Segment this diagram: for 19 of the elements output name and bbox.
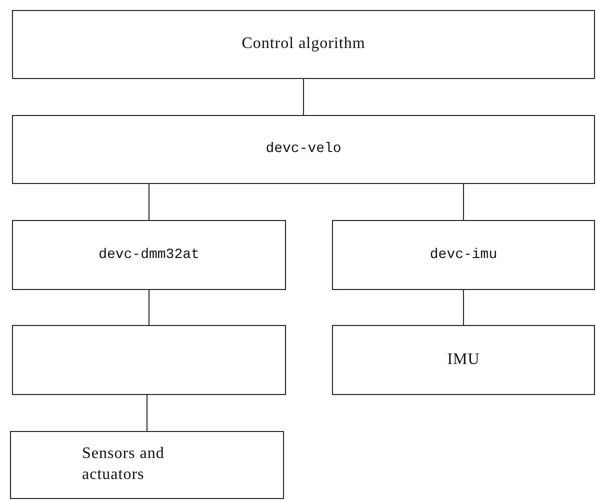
connector-line: [146, 394, 148, 432]
connector-line: [148, 290, 150, 326]
box-label: Control algorithm: [242, 34, 366, 54]
process-box: [332, 220, 595, 290]
box-label: IMU: [447, 350, 480, 370]
connector-line: [463, 184, 464, 220]
process-box: [332, 325, 595, 395]
connector-line: [463, 290, 464, 326]
process-box: [12, 115, 595, 184]
box-label: devc-dmm32at: [98, 246, 200, 264]
connector-line: [303, 78, 304, 116]
process-box: [12, 220, 286, 290]
connector-line: [148, 184, 150, 220]
process-box: [10, 431, 284, 499]
box-label: devc-imu: [430, 246, 498, 264]
process-box: [12, 10, 595, 79]
process-box: [12, 325, 286, 395]
box-label: devc-velo: [266, 140, 342, 159]
box-label: Sensors and actuators: [82, 444, 166, 485]
